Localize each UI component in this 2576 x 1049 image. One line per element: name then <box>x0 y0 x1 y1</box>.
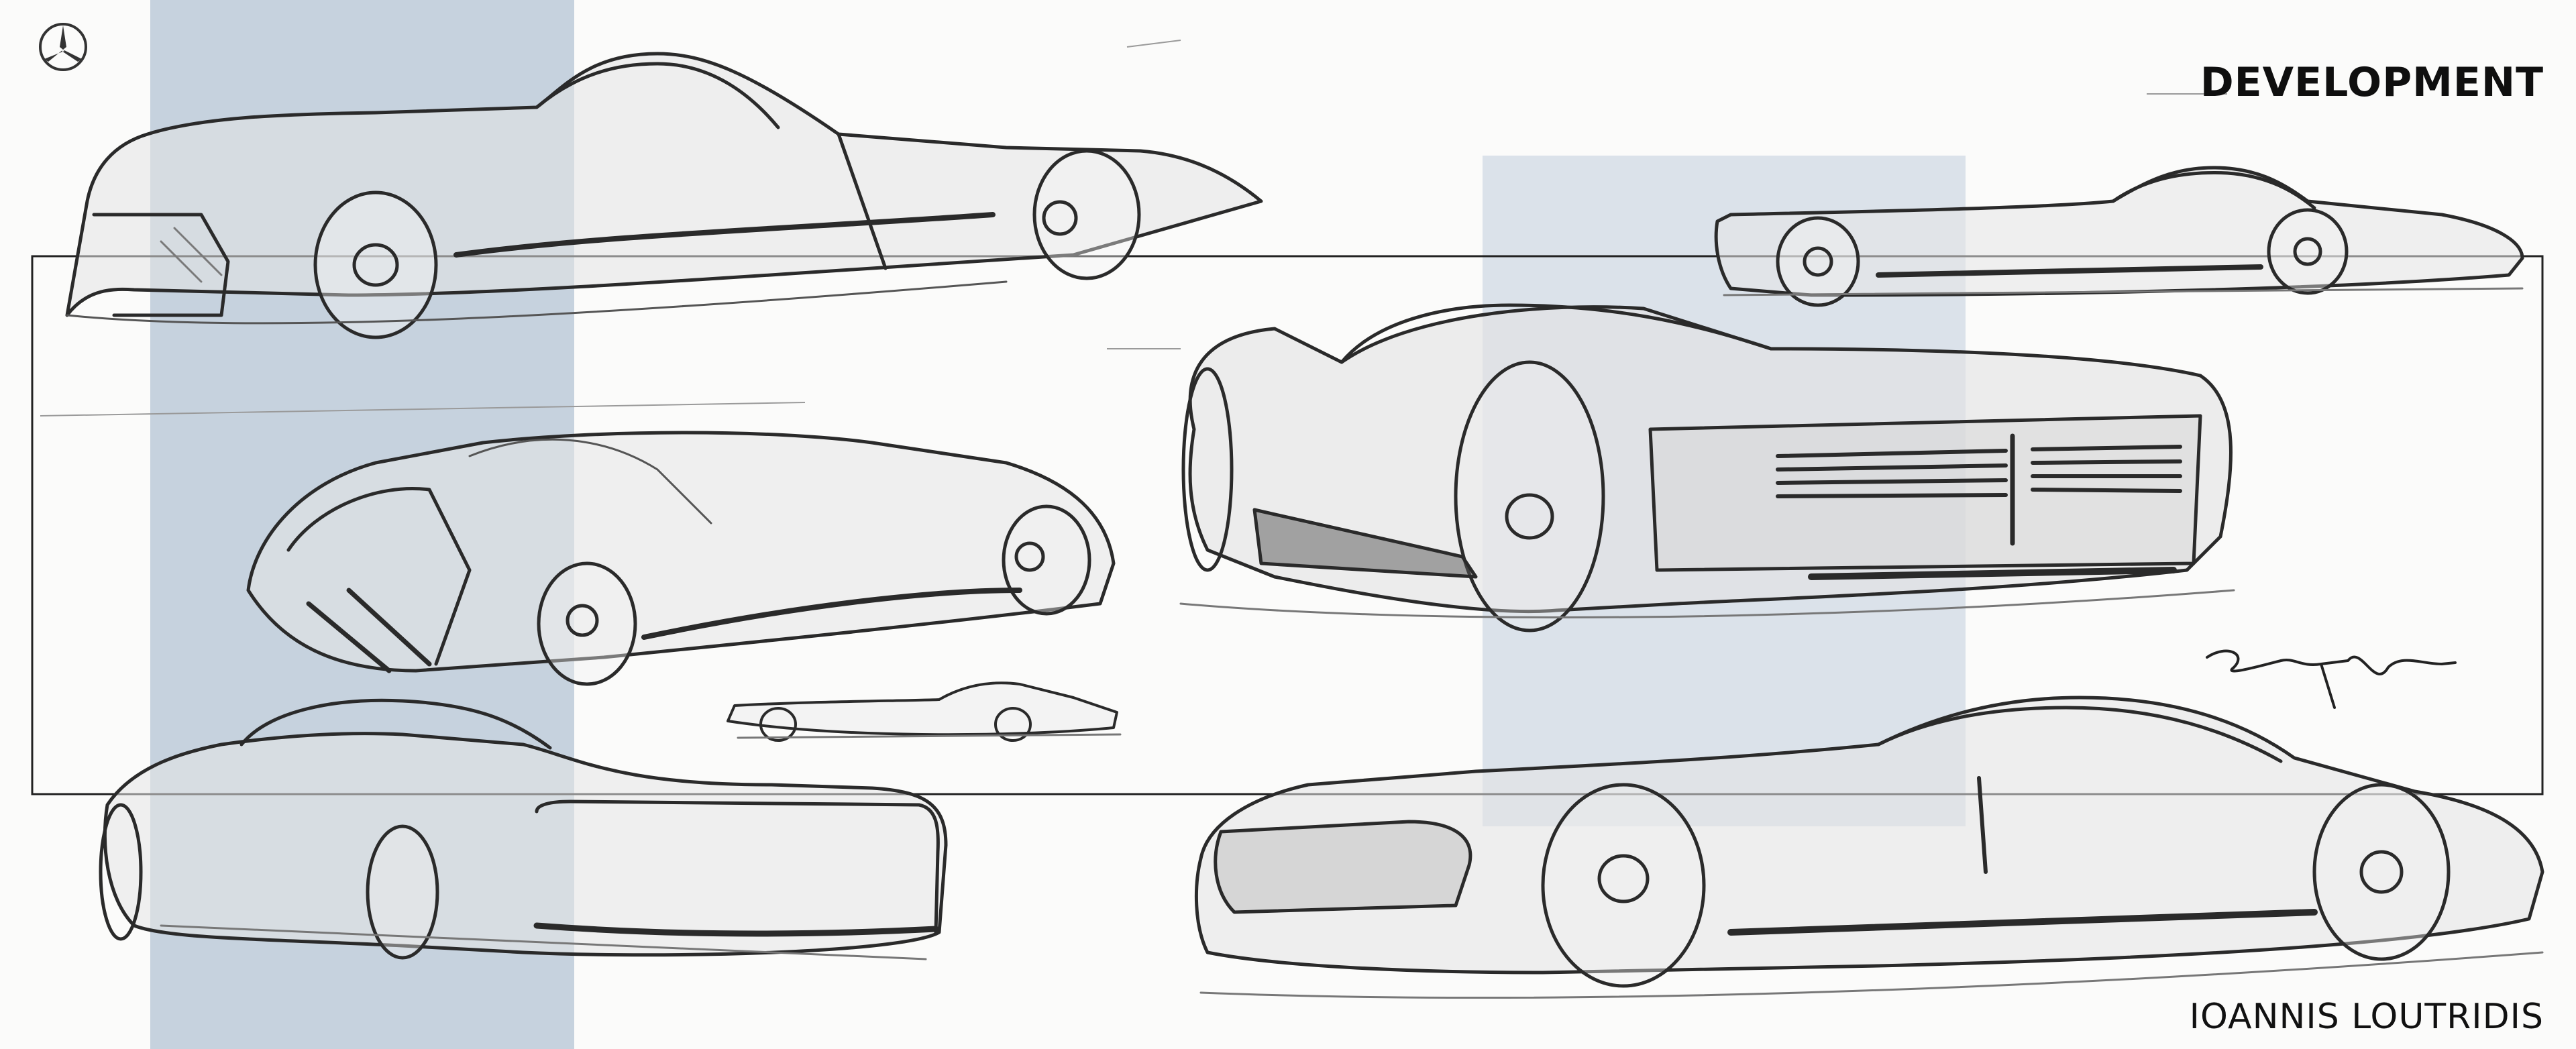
sedan-sketch-top-left <box>65 52 1263 339</box>
page-heading: DEVELOPMENT <box>2200 59 2544 106</box>
designer-credit: IOANNIS LOUTRIDIS <box>2189 997 2544 1037</box>
construction-lines <box>40 40 2227 417</box>
profile-thumbnail-sketch <box>727 681 1122 742</box>
front-sketch-center <box>1179 303 2235 632</box>
rear-sketch-bottom-left <box>99 698 948 960</box>
profile-sketch-top-right <box>1714 166 2524 307</box>
signature-mark <box>2206 649 2457 709</box>
coupe-sketch-middle-left <box>246 431 1116 686</box>
three-pointed-star-icon <box>39 23 87 71</box>
coupe-sketch-bottom-right <box>1194 696 2544 999</box>
